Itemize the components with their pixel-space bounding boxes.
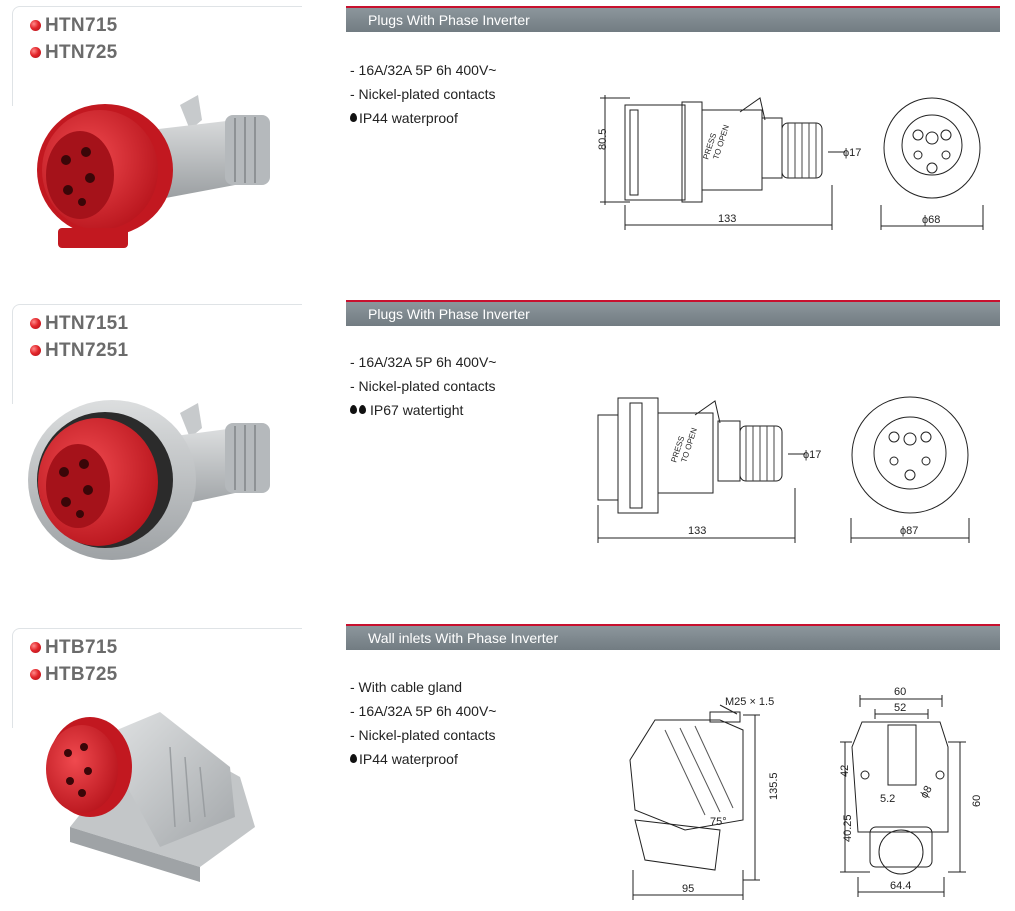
front-view-drawing: ϕ87 bbox=[850, 396, 970, 543]
section-title: Plugs With Phase Inverter bbox=[368, 306, 530, 322]
dim-cable-label: ϕ17 bbox=[843, 147, 861, 159]
water-drop-icon bbox=[350, 753, 357, 763]
plug-product-image bbox=[28, 400, 270, 560]
product-section-htn715: HTN715 HTN725 Plugs With Phase Inverter … bbox=[0, 0, 1015, 300]
spec-item: - Nickel-plated contacts bbox=[350, 378, 496, 394]
model-item[interactable]: HTB715 bbox=[30, 634, 118, 661]
spec-item: - Nickel-plated contacts bbox=[350, 86, 496, 102]
water-drop-icon bbox=[350, 404, 357, 414]
model-item[interactable]: HTN725 bbox=[30, 39, 118, 66]
spec-item: - 16A/32A 5P 6h 400V~ bbox=[350, 354, 497, 370]
model-box bbox=[12, 6, 302, 106]
dim-width-52-label: 52 bbox=[894, 702, 906, 714]
dim-height-4025-label: 40.25 bbox=[842, 814, 854, 842]
dim-diameter-label: ϕ87 bbox=[900, 525, 918, 537]
red-bullet-icon bbox=[30, 318, 41, 329]
spec-list: - 16A/32A 5P 6h 400V~ - Nickel-plated co… bbox=[350, 58, 496, 130]
spec-item: - With cable gland bbox=[350, 679, 463, 695]
spec-item: IP67 watertight bbox=[350, 398, 496, 422]
spec-item: IP44 waterproof bbox=[350, 106, 496, 130]
model-list: HTN7151 HTN7251 bbox=[30, 310, 128, 364]
side-view-drawing: 133 ϕ17 PRESS TO OPEN bbox=[597, 397, 821, 543]
spec-item: - Nickel-plated contacts bbox=[350, 727, 496, 743]
red-bullet-icon bbox=[30, 345, 41, 356]
wall-inlet-product-image bbox=[46, 712, 255, 882]
model-box bbox=[12, 304, 302, 404]
spec-item: - 16A/32A 5P 6h 400V~ bbox=[350, 62, 497, 78]
model-item[interactable]: HTN7251 bbox=[30, 337, 128, 364]
model-box bbox=[12, 628, 302, 728]
front-view-drawing: ϕ68 bbox=[880, 97, 984, 230]
dim-small-hole-label: ϕ8 bbox=[918, 784, 935, 801]
model-item[interactable]: HTN715 bbox=[30, 12, 118, 39]
dim-angle-label: 75° bbox=[710, 816, 727, 828]
section-title-bar: Plugs With Phase Inverter bbox=[346, 300, 1000, 326]
plug-product-image bbox=[37, 95, 270, 248]
red-bullet-icon bbox=[30, 642, 41, 653]
dim-height-label: 80.5 bbox=[597, 129, 609, 150]
section-title: Wall inlets With Phase Inverter bbox=[368, 630, 559, 646]
dim-width-644-label: 64.4 bbox=[890, 880, 911, 892]
section-title-bar: Wall inlets With Phase Inverter bbox=[346, 624, 1000, 650]
dim-diameter-label: ϕ68 bbox=[922, 214, 940, 226]
water-drop-icon bbox=[359, 404, 366, 414]
front-view-drawing: 60 52 42 5.2 ϕ8 40.25 60 64.4 bbox=[839, 686, 983, 897]
side-view-drawing: M25 × 1.5 135.5 75° 95 bbox=[629, 696, 780, 900]
model-item[interactable]: HTN7151 bbox=[30, 310, 128, 337]
side-view-drawing: 80.5 133 ϕ17 PRESS TO OPEN bbox=[597, 95, 861, 230]
dim-cable-label: ϕ17 bbox=[803, 449, 821, 461]
red-bullet-icon bbox=[30, 20, 41, 31]
dim-width-60-label: 60 bbox=[894, 686, 906, 698]
dim-height-60-label: 60 bbox=[971, 795, 983, 807]
red-bullet-icon bbox=[30, 669, 41, 680]
spec-list: - 16A/32A 5P 6h 400V~ - Nickel-plated co… bbox=[350, 350, 496, 422]
dim-5-2-label: 5.2 bbox=[880, 793, 895, 805]
dim-depth-label: 95 bbox=[682, 883, 694, 895]
dim-height-label: 135.5 bbox=[768, 772, 780, 800]
product-section-htb715: HTB715 HTB725 Wall inlets With Phase Inv… bbox=[0, 622, 1015, 911]
spec-list: - With cable gland - 16A/32A 5P 6h 400V~… bbox=[350, 675, 496, 771]
dim-thread-label: M25 × 1.5 bbox=[725, 696, 774, 708]
dim-length-label: 133 bbox=[688, 525, 706, 537]
red-bullet-icon bbox=[30, 47, 41, 58]
dim-height-42-label: 42 bbox=[839, 765, 851, 777]
model-list: HTN715 HTN725 bbox=[30, 12, 118, 66]
model-item[interactable]: HTB725 bbox=[30, 661, 118, 688]
section-title: Plugs With Phase Inverter bbox=[368, 12, 530, 28]
spec-item: IP44 waterproof bbox=[350, 747, 496, 771]
section-title-bar: Plugs With Phase Inverter bbox=[346, 6, 1000, 32]
model-list: HTB715 HTB725 bbox=[30, 634, 118, 688]
product-section-htn7151: HTN7151 HTN7251 Plugs With Phase Inverte… bbox=[0, 298, 1015, 618]
spec-item: - 16A/32A 5P 6h 400V~ bbox=[350, 703, 497, 719]
water-drop-icon bbox=[350, 112, 357, 122]
dim-length-label: 133 bbox=[718, 213, 736, 225]
